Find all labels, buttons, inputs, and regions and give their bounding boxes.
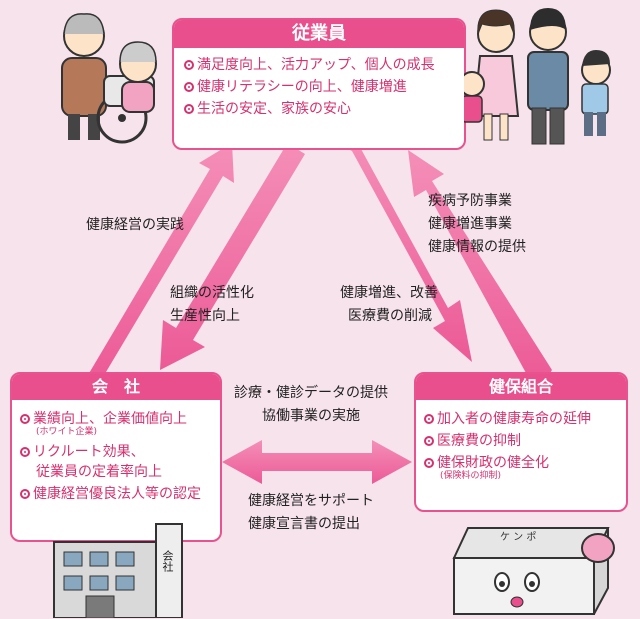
bullet-icon <box>424 414 434 424</box>
bullet-icon <box>184 60 194 70</box>
family-illustration <box>464 8 611 145</box>
employees-box: 従業員 満足度向上、活力アップ、個人の成長 健康リテラシーの向上、健康増進 生活… <box>172 18 466 150</box>
employees-item: 生活の安定、家族の安心 <box>184 98 454 120</box>
arrow-company-to-employee <box>84 143 234 382</box>
insurer-title: 健保組合 <box>416 374 626 400</box>
company-title: 会 社 <box>12 374 220 400</box>
company-box: 会 社 業績向上、企業価値向上 (ホワイト企業) リクルート効果、 従業員の定着… <box>10 372 222 542</box>
employees-item: 満足度向上、活力アップ、個人の成長 <box>184 54 454 76</box>
bullet-icon <box>20 447 30 457</box>
building-sign: 会社 <box>161 550 174 572</box>
company-item: 健康経営優良法人等の認定 <box>20 483 212 505</box>
insurer-item-note: (保険料の抑制) <box>440 471 502 481</box>
label-insurer-to-employee: 疾病予防事業 健康増進事業 健康情報の提供 <box>428 193 526 255</box>
bullet-icon <box>184 104 194 114</box>
label-insurer-to-company: 診療・健診データの提供 協働事業の実施 <box>234 385 388 424</box>
label-company-to-employee: 健康経営の実践 <box>86 217 184 233</box>
insurer-item: 健保財政の健全化 <box>424 452 618 474</box>
employees-title: 従業員 <box>174 20 464 48</box>
company-item-note: (ホワイト企業) <box>36 427 98 437</box>
bullet-icon <box>20 489 30 499</box>
bullet-icon <box>184 82 194 92</box>
elderly-couple-illustration <box>61 13 157 144</box>
bullet-icon <box>424 436 434 446</box>
arrow-employee-to-company <box>160 142 305 370</box>
label-employee-to-insurer: 健康増進、改善 医療費の削減 <box>340 285 438 324</box>
company-building-illustration <box>53 523 183 618</box>
kenpo-mascot-illustration <box>452 527 615 615</box>
insurer-box: 健保組合 加入者の健康寿命の延伸 医療費の抑制 健保財政の健全化 (保険料の抑制… <box>414 372 628 512</box>
bullet-icon <box>424 458 434 468</box>
insurer-item: 加入者の健康寿命の延伸 <box>424 408 618 430</box>
arrow-company-insurer <box>222 440 412 484</box>
insurer-item: 医療費の抑制 <box>424 430 618 452</box>
label-employee-to-company: 組織の活性化 生産性向上 <box>170 285 254 324</box>
company-item: リクルート効果、 <box>20 441 212 463</box>
label-company-to-insurer: 健康経営をサポート 健康宣言書の提出 <box>248 493 374 532</box>
mascot-sign: ケ ン ポ <box>500 532 537 543</box>
company-item: 業績向上、企業価値向上 <box>20 408 212 430</box>
employees-item: 健康リテラシーの向上、健康増進 <box>184 76 454 98</box>
arrow-employee-to-insurer <box>342 138 472 362</box>
bullet-icon <box>20 414 30 424</box>
company-item-cont: 従業員の定着率向上 <box>36 464 162 480</box>
arrow-insurer-to-employee <box>408 150 552 384</box>
